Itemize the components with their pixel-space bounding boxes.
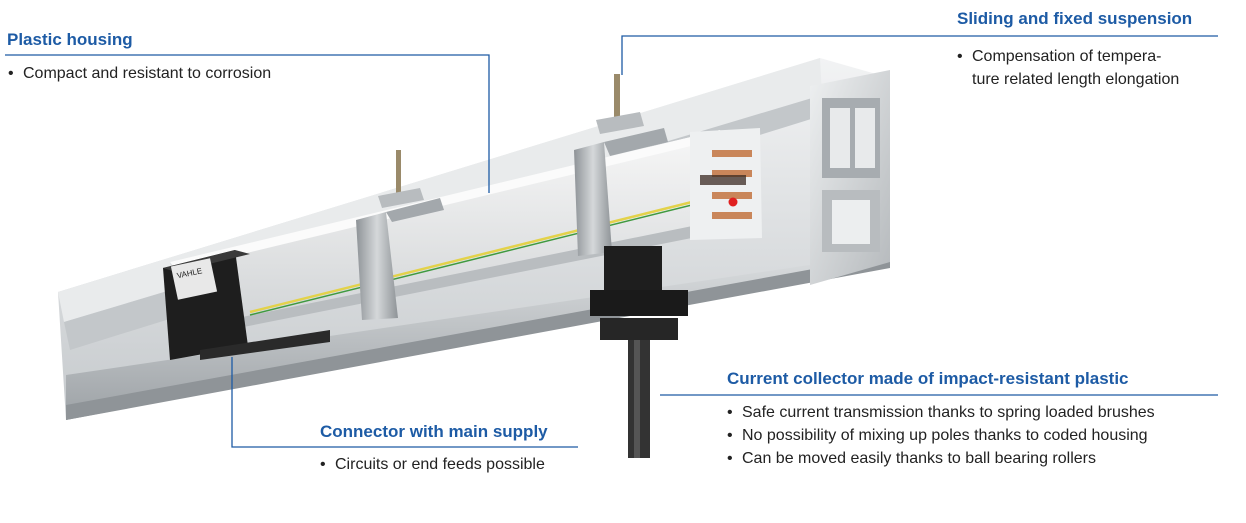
suspension-title: Sliding and fixed suspension [957,9,1193,28]
collector-bullet-3: Can be moved easily thanks to ball beari… [727,447,1155,470]
leader-suspension [621,35,1218,75]
current-collector [590,246,688,458]
plastic-housing-title: Plastic housing [7,30,133,49]
collector-title: Current collector made of impact-resista… [727,369,1129,388]
connector-title: Connector with main supply [320,422,548,441]
suspension-bullets: Compensation of tempera- ture related le… [957,45,1179,91]
profile-end-face [810,70,890,285]
plastic-housing-bullets: Compact and resistant to corrosion [8,62,271,85]
collector-bullet-2: No possibility of mixing up poles thanks… [727,424,1155,447]
connector-bullet-1: Circuits or end feeds possible [320,453,545,476]
suspension-clamp-left [356,150,444,320]
connector-bullets: Circuits or end feeds possible [320,453,545,476]
housing-end-face [690,128,762,240]
leader-connector [231,357,578,448]
suspension-clamp-right [574,74,668,256]
leader-lines [5,35,1218,448]
suspension-bullet-1: Compensation of tempera- [957,45,1179,68]
suspension-bullet-2: ture related length elongation [972,71,1180,88]
plastic-housing-bullet-1: Compact and resistant to corrosion [8,62,271,85]
collector-bullet-1: Safe current transmission thanks to spri… [727,401,1155,424]
leader-plastic-housing [5,54,490,193]
collector-bullets: Safe current transmission thanks to spri… [727,401,1155,470]
connector-box: VAHLE [163,250,330,360]
